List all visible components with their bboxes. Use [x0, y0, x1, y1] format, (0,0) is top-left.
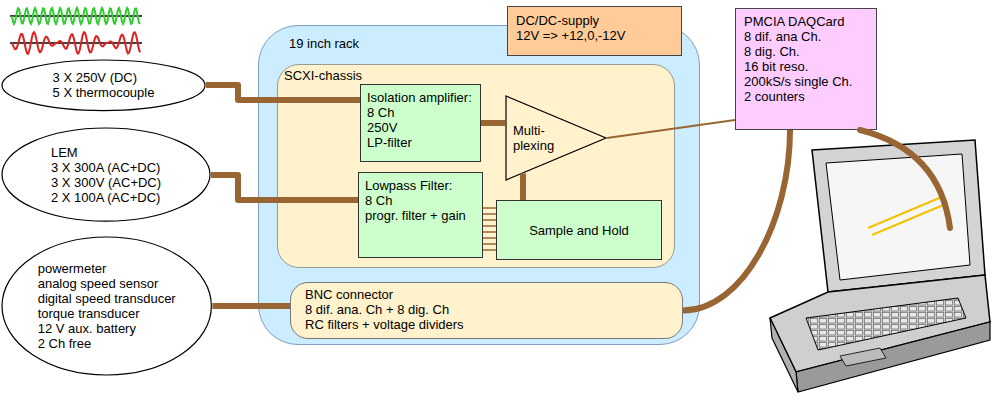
node-label: 5 X thermocouple — [53, 85, 155, 100]
node-label: analog speed sensor — [38, 276, 176, 291]
text-group: SCXI-chassis — [284, 68, 362, 83]
node-heading: 3 X 250V (DC) — [53, 70, 155, 85]
node-label: 16 bit reso. — [744, 59, 852, 74]
node-label: 2 X 100A (AC+DC) — [51, 190, 161, 205]
text-group: Lowpass Filter:8 Chprogr. filter + gain — [365, 178, 466, 223]
node-label: progr. filter + gain — [365, 208, 466, 223]
node-label: digital speed transducer — [38, 291, 176, 306]
node-label: LP-filter — [367, 135, 472, 150]
input-group: powermeteranalog speed sensordigital spe… — [1, 236, 212, 376]
node-label: 8 dif. ana Ch. — [744, 29, 852, 44]
input-group: 3 X 250V (DC)5 X thermocouple — [1, 59, 206, 112]
connector-box: BNC connector8 dif. ana. Ch + 8 dig. ChR… — [290, 282, 683, 339]
text-group: BNC connector8 dif. ana. Ch + 8 dig. ChR… — [305, 287, 464, 332]
text-group: DC/DC-supply12V => +12,0,-12V — [516, 13, 626, 43]
node-label: 200kS/s single Ch. — [744, 74, 852, 89]
node-label: 8 dif. ana. Ch + 8 dig. Ch — [305, 302, 464, 317]
node-label: Multi- plexing — [513, 123, 554, 153]
multiplexer-triangle: Multi- plexing — [505, 95, 607, 181]
text-group: powermeteranalog speed sensordigital spe… — [38, 261, 176, 351]
signal-wave — [12, 8, 140, 24]
cable — [860, 130, 950, 228]
node-label: 3 X 300V (AC+DC) — [51, 175, 161, 190]
node-heading: LEM — [51, 145, 161, 160]
text-group: 3 X 250V (DC)5 X thermocouple — [53, 70, 155, 100]
text-group: PMCIA DAQCard8 dif. ana Ch.8 dig. Ch.16 … — [744, 14, 852, 104]
node-label: 3 X 300A (AC+DC) — [51, 160, 161, 175]
supply-box: DC/DC-supply12V => +12,0,-12V — [507, 6, 682, 56]
text-group: LEM3 X 300A (AC+DC)3 X 300V (AC+DC)2 X 1… — [51, 145, 161, 205]
node-label: 12V => +12,0,-12V — [516, 28, 626, 43]
text-group: Sample and Hold — [529, 223, 629, 238]
module-box: Sample and Hold — [496, 200, 662, 260]
node-heading: Lowpass Filter: — [365, 178, 466, 193]
node-label: Sample and Hold — [529, 223, 629, 238]
module-box: Isolation amplifier:8 Ch250VLP-filter — [360, 84, 481, 162]
rack-panel: 19 inch rackSCXI-chassisIsolation amplif… — [258, 25, 700, 345]
node-heading: Isolation amplifier: — [367, 90, 472, 105]
text-group: Isolation amplifier:8 Ch250VLP-filter — [367, 90, 472, 150]
node-label: 2 Ch free — [38, 336, 176, 351]
laptop-illustration — [770, 140, 990, 392]
node-label: 8 Ch — [365, 193, 466, 208]
node-heading: DC/DC-supply — [516, 13, 626, 28]
node-label: 2 counters — [744, 89, 852, 104]
input-group: LEM3 X 300A (AC+DC)3 X 300V (AC+DC)2 X 1… — [1, 127, 211, 222]
node-label: 12 V aux. battery — [38, 321, 176, 336]
text-group: Multi- plexing — [513, 123, 554, 153]
node-heading: PMCIA DAQCard — [744, 14, 852, 29]
chassis-panel: SCXI-chassisIsolation amplifier:8 Ch250V… — [277, 64, 675, 268]
module-box: Lowpass Filter:8 Chprogr. filter + gain — [358, 172, 483, 258]
node-label: RC filters + voltage dividers — [305, 317, 464, 332]
wave-axis — [10, 15, 142, 17]
node-label: 19 inch rack — [289, 36, 359, 51]
daq-card-box: PMCIA DAQCard8 dif. ana Ch.8 dig. Ch.16 … — [735, 8, 877, 130]
node-heading: BNC connector — [305, 287, 464, 302]
signal-wave — [12, 32, 140, 54]
node-heading: powermeter — [38, 261, 176, 276]
node-label: 250V — [367, 120, 472, 135]
node-label: torque transducer — [38, 306, 176, 321]
node-label: SCXI-chassis — [284, 68, 362, 83]
node-label: 8 Ch — [367, 105, 472, 120]
node-label: 8 dig. Ch. — [744, 44, 852, 59]
wave-axis — [10, 42, 142, 44]
text-group: 19 inch rack — [289, 36, 359, 51]
